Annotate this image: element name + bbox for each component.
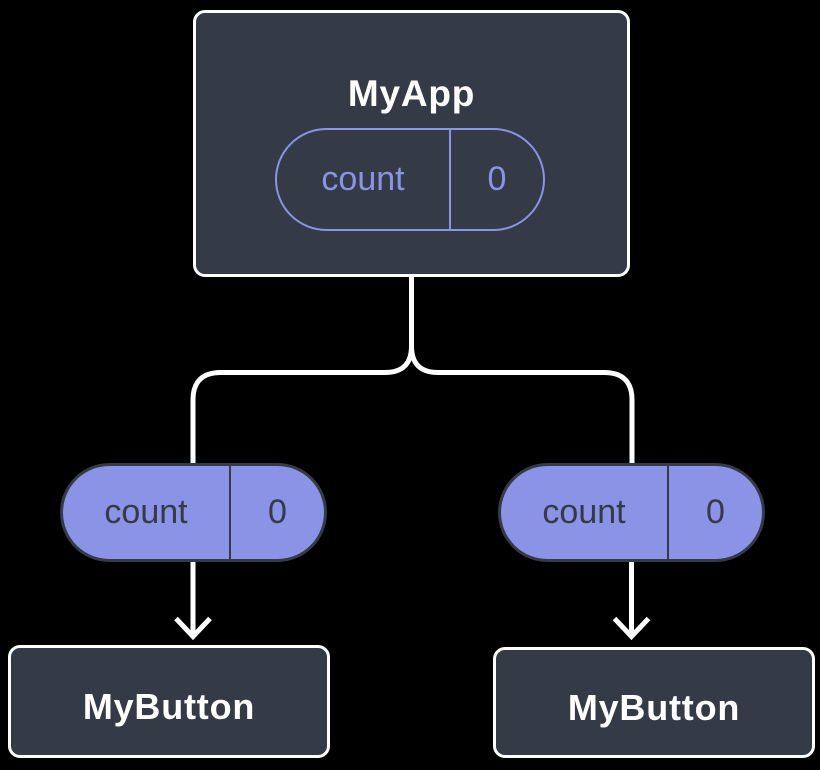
prop-pill-label: count [542,493,626,531]
prop-pill-right: count 0 [498,463,765,562]
arrowhead-left-icon [174,616,212,641]
arrowhead-right-icon [612,616,651,641]
prop-pill-left: count 0 [60,463,327,562]
child-component-box-right: MyButton [493,647,815,758]
state-pill-label: count [321,160,405,198]
connector-branch-left [190,277,414,463]
prop-pill-value: 0 [667,466,762,559]
child-component-box-left: MyButton [8,645,330,758]
root-component-box: MyApp count 0 [193,10,630,277]
state-pill: count 0 [275,128,545,231]
root-component-name: MyApp [347,73,476,114]
prop-pill-label: count [104,493,188,531]
child-component-name: MyButton [567,686,741,728]
state-pill-value: 0 [449,130,543,229]
connector-branch-right [409,277,635,463]
prop-pill-value: 0 [229,466,324,559]
child-component-name: MyButton [82,685,256,727]
